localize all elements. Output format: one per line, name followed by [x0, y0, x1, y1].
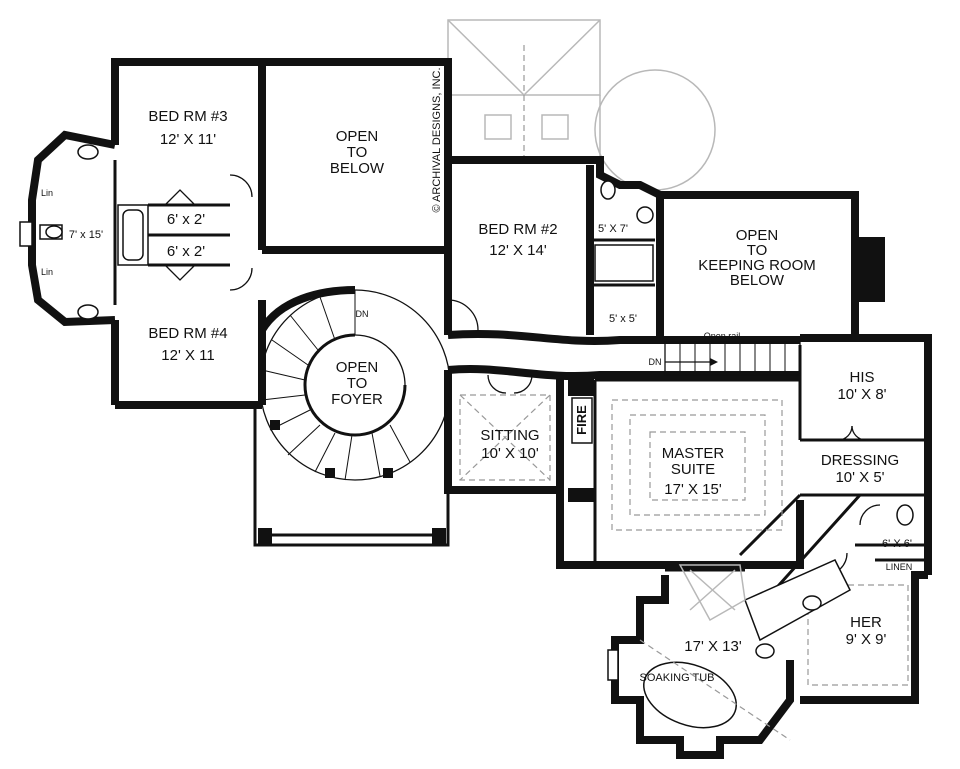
open-keeping-l3: KEEPING ROOM: [698, 257, 816, 274]
closet-doors: [164, 174, 253, 291]
master-bath-fixtures: [639, 559, 851, 741]
walls: [28, 58, 932, 759]
open-below-l3: BELOW: [330, 160, 385, 177]
bed3-size: 12' X 11': [160, 131, 216, 148]
room-labels: BED RM #3 12' X 11' BED RM #4 12' X 11 O…: [148, 108, 899, 655]
master-tray: [611, 399, 783, 531]
open-keeping-l4: BELOW: [730, 272, 785, 289]
closet-b-size: 6' x 2': [167, 243, 205, 260]
copyright-watermark: © ARCHIVAL DESIGNS, INC.: [431, 67, 443, 212]
linen-top-label: Lin: [41, 188, 53, 198]
sitting-name: SITTING: [480, 427, 539, 444]
bed4-size: 12' X 11: [161, 347, 214, 364]
bed4-name: BED RM #4: [148, 325, 227, 342]
dressing-name: DRESSING: [821, 452, 899, 469]
open-keeping-l2: TO: [747, 242, 768, 259]
master-name: MASTER: [662, 445, 725, 462]
his-size: 10' X 8': [837, 386, 886, 403]
dressing-doors: [837, 425, 867, 441]
master-size: 17' X 15': [664, 481, 722, 498]
windows: [19, 221, 619, 681]
master-wc-size: 6' X 6': [882, 538, 912, 550]
open-foyer-l1: OPEN: [336, 359, 379, 376]
closet-a-size: 6' x 2': [167, 211, 205, 228]
open-keeping-l1: OPEN: [736, 227, 779, 244]
linen-bottom-label: Lin: [41, 267, 53, 277]
dressing-size: 10' X 5': [835, 469, 884, 486]
open-below-l1: OPEN: [336, 128, 379, 145]
open-foyer-l3: FOYER: [331, 391, 383, 408]
small-labels: 6' x 2' 6' x 2' 7' x 15' Lin Lin 5' X 7'…: [41, 188, 912, 684]
master-bath-size: 17' X 13': [684, 638, 742, 655]
shared-bath-fixtures: [39, 144, 149, 320]
lower-level-outline: [447, 19, 716, 191]
his-name: HIS: [849, 369, 874, 386]
open-foyer-l2: TO: [347, 375, 368, 392]
her-closet-outline: [807, 584, 909, 686]
bed2-bath-fixtures: [447, 180, 654, 331]
master-name2: SUITE: [671, 461, 715, 478]
straight-stair: [664, 341, 801, 376]
bed3-name: BED RM #3: [148, 108, 227, 125]
sitting-size: 10' X 10': [481, 445, 539, 462]
rail-dn-label: DN: [649, 357, 662, 367]
her-size: 9' X 9': [846, 631, 887, 648]
open-rail-label: Open rail: [704, 331, 741, 341]
fireplace: [568, 378, 594, 502]
spiral-staircase: [258, 286, 451, 481]
bed2-size: 12' X 14': [489, 242, 547, 259]
bed2-name: BED RM #2: [478, 221, 557, 238]
open-below-l2: TO: [347, 144, 368, 161]
linen-label: LINEN: [886, 562, 913, 572]
her-name: HER: [850, 614, 882, 631]
stair-dn-label: DN: [356, 309, 369, 319]
bed2-bath-size: 5' X 7': [598, 223, 628, 235]
shared-bath-size: 7' x 15': [69, 229, 103, 241]
bed2-closet-size: 5' x 5': [609, 313, 637, 325]
fire-label: FIRE: [574, 405, 589, 435]
sitting-tray: [459, 374, 551, 481]
soaking-tub-label: SOAKING TUB: [640, 672, 715, 684]
